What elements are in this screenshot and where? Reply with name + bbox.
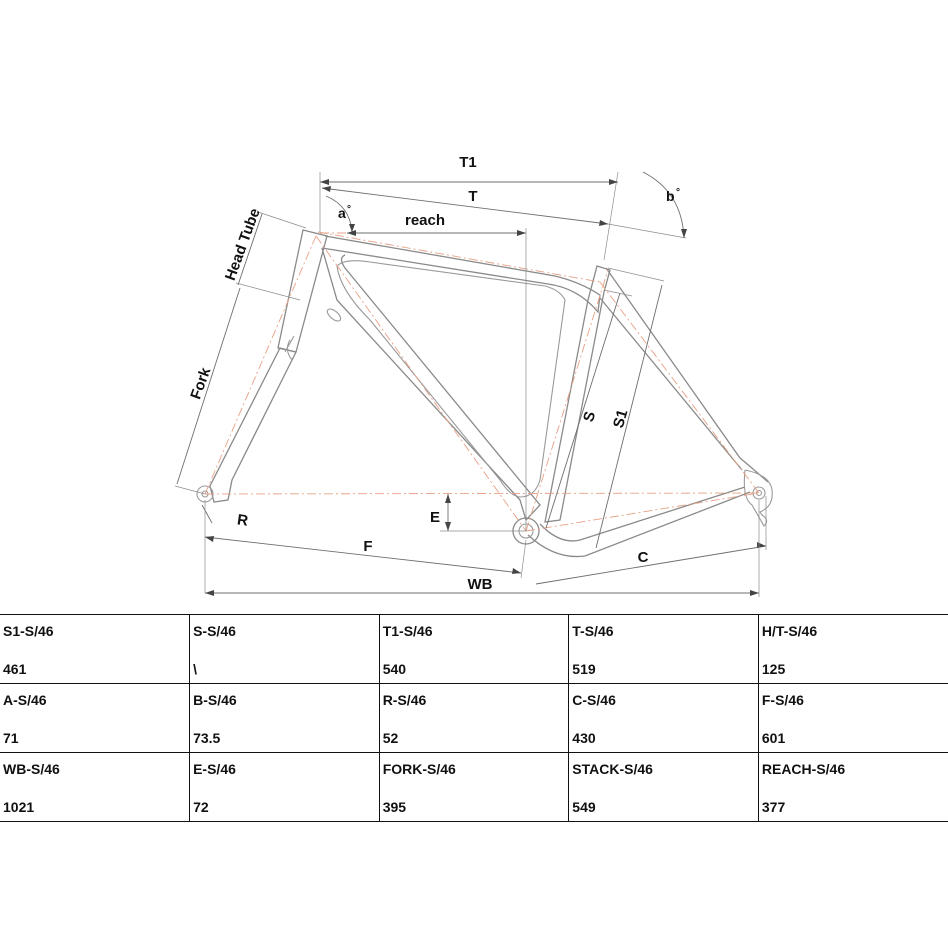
table-row: WB-S/46 1021 E-S/46 72 FORK-S/46 395 STACK-… [0,752,948,822]
s-dimension-line [545,292,621,529]
cable-port [326,308,342,322]
cell-label: FORK-S/46 [382,761,456,777]
cell-label: A-S/46 [3,692,47,708]
table-cell: H/T-S/46 125 [757,614,948,684]
cell-label: F-S/46 [761,692,804,708]
dimension-labels: T1 T reach a ° b ° Head Tube Fork S S1 E… [187,154,680,593]
table-cell: B-S/46 73.5 [189,683,380,753]
head-tube-dimension-line [237,213,263,286]
cell-value: 52 [382,730,399,746]
cell-label: E-S/46 [193,761,236,777]
cell-value: 601 [761,730,786,746]
label-t1: T1 [459,154,477,171]
t-dimension-line [321,187,609,225]
label-s: S [580,410,599,424]
cell-label: C-S/46 [572,692,616,708]
label-t: T [468,188,477,205]
label-s1: S1 [610,408,631,430]
dimension-lines [174,171,767,597]
b-angle-arc [642,171,685,239]
label-r: R [236,511,249,529]
label-a: a [338,205,346,221]
table-cell: F-S/46 601 [757,683,948,753]
top-tube-shape [321,235,601,314]
cell-value: \ [193,661,197,677]
cell-label: B-S/46 [193,692,237,708]
table-cell: C-S/46 430 [568,683,759,753]
seat-tube-shape [544,265,611,523]
chain-stay-shape [527,486,751,558]
cell-value: 125 [761,661,786,677]
table-cell: REACH-S/46 377 [757,752,948,822]
table-cell: FORK-S/46 395 [378,752,570,822]
cell-label: T1-S/46 [382,623,433,639]
frame-geometry-diagram: T1 T reach a ° b ° Head Tube Fork S S1 E… [174,154,773,597]
cell-value: 395 [382,799,407,815]
cell-value: 519 [572,661,596,677]
fork-dimension-line [176,287,241,485]
frame-outline [196,229,773,558]
cell-label: R-S/46 [382,692,427,708]
label-b-degree: ° [676,187,680,198]
cell-value: 71 [3,730,19,746]
cell-value: 73.5 [193,730,221,746]
seat-stay-shape [599,267,769,483]
cell-label: S-S/46 [193,623,236,639]
label-c: C [638,549,649,566]
label-fork: Fork [187,365,214,402]
label-b: b [666,188,675,204]
label-wb: WB [468,576,493,593]
cell-value: 377 [761,799,786,815]
label-e: E [430,509,440,526]
head-tube-shape [277,229,328,353]
cell-label: WB-S/46 [3,761,60,777]
s1-dimension-line [595,284,663,549]
cell-value: 1021 [3,799,35,815]
cell-value: 461 [3,661,27,677]
rear-dropout-shape [743,469,773,527]
center-lines [204,231,760,532]
label-f: F [363,538,372,555]
r-dimension-line [201,504,213,524]
cell-value: 549 [572,799,596,815]
table-row: A-S/46 71 B-S/46 73.5 R-S/46 52 C-S/46 430 F… [0,683,948,753]
label-reach: reach [405,212,445,229]
table-cell: T1-S/46 540 [378,614,570,684]
table-cell: A-S/46 71 [0,683,191,753]
cell-label: S1-S/46 [3,623,54,639]
cell-label: H/T-S/46 [761,623,818,639]
table-cell: S-S/46 \ [189,614,380,684]
label-a-degree: ° [347,204,351,215]
down-tube-shape [321,247,541,522]
table-cell: WB-S/46 1021 [0,752,191,822]
table-cell: STACK-S/46 549 [568,752,759,822]
cell-label: T-S/46 [572,623,614,639]
c-dimension-line [535,545,767,585]
table-cell: E-S/46 72 [189,752,380,822]
cell-value: 72 [193,799,209,815]
cell-value: 430 [572,730,596,746]
cell-label: REACH-S/46 [761,761,846,777]
cell-label: STACK-S/46 [572,761,653,777]
table-cell: T-S/46 519 [568,614,759,684]
table-cell: R-S/46 52 [378,683,570,753]
fork-shape [209,347,297,503]
cell-value: 540 [382,661,407,677]
table-cell: S1-S/46 461 [0,614,191,684]
f-dimension-line [204,536,522,574]
